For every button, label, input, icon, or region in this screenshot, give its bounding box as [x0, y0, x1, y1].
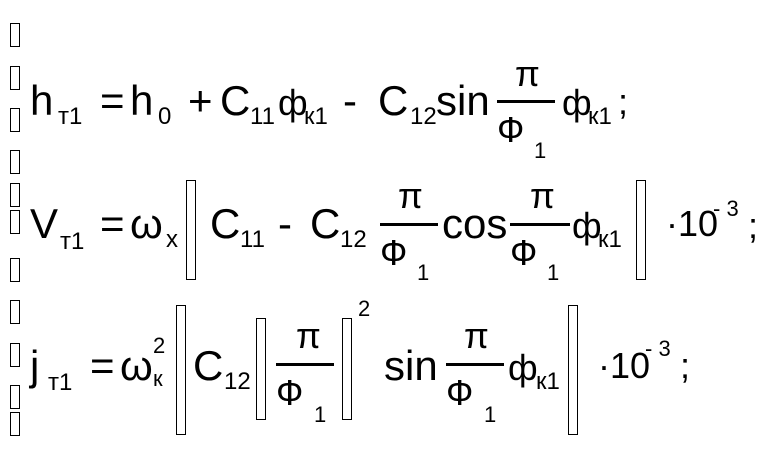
fraction-bar [276, 363, 334, 366]
minus-sign: - [278, 200, 292, 247]
var-j: j [30, 342, 40, 389]
subscript: 1 [534, 138, 547, 163]
brace-segment [10, 300, 20, 324]
subscript: к [153, 366, 163, 391]
subscript: 11 [240, 226, 265, 253]
numerator-pi: π [296, 315, 321, 356]
subscript: к1 [536, 368, 560, 395]
superscript: 2 [358, 296, 371, 321]
brace-segment [10, 385, 20, 409]
denominator-phi: Ф [497, 109, 525, 150]
subscript: т1 [48, 369, 73, 396]
right-paren [342, 318, 352, 420]
var-c: C [220, 77, 251, 124]
var-c: C [210, 200, 241, 247]
semicolon: ; [618, 81, 629, 122]
fraction-bar [446, 363, 504, 366]
numerator-pi: π [530, 175, 555, 216]
left-paren [256, 318, 266, 420]
var-c: C [193, 342, 224, 389]
equals-sign: = [100, 77, 125, 124]
var-h0: h [130, 77, 154, 124]
var-phi: ф [562, 82, 592, 123]
sin-func: sin [384, 342, 438, 389]
subscript: 1 [417, 260, 430, 285]
subscript: x [166, 226, 178, 253]
var-c: C [378, 77, 409, 124]
brace-segment [10, 412, 20, 436]
brace-segment [10, 210, 20, 234]
exponent: - 3 [713, 196, 739, 221]
superscript: 2 [153, 333, 166, 358]
subscript: 11 [250, 103, 275, 130]
var-phi: ф [572, 205, 602, 246]
subscript: к1 [304, 103, 328, 130]
denominator-phi: Ф [510, 232, 538, 273]
brace-segment [10, 258, 20, 282]
subscript: т1 [58, 103, 83, 130]
subscript: т1 [60, 228, 85, 255]
denominator-phi: Ф [380, 232, 408, 273]
subscript: к1 [588, 103, 612, 130]
denominator-phi: Ф [276, 372, 304, 413]
fraction-bar [380, 223, 438, 226]
brace-segment [10, 23, 20, 47]
subscript: 1 [484, 402, 497, 427]
left-paren [186, 180, 196, 280]
subscript: 12 [410, 103, 437, 130]
var-omega: ω [120, 342, 153, 389]
exponent: - 3 [645, 336, 671, 361]
right-paren [636, 180, 646, 280]
cos-func: cos [442, 200, 508, 247]
power-of-ten: ·10 [598, 345, 651, 386]
brace-segment [10, 108, 20, 132]
equals-sign: = [90, 342, 115, 389]
var-h: h [30, 77, 54, 124]
subscript: 1 [314, 402, 327, 427]
subscript: 1 [547, 260, 560, 285]
numerator-pi: π [515, 53, 540, 94]
var-phi: ф [278, 82, 308, 123]
fraction-bar [497, 100, 555, 103]
power-of-ten: ·10 [666, 203, 719, 244]
numerator-pi: π [464, 315, 489, 356]
left-bracket [176, 305, 186, 435]
denominator-phi: Ф [446, 372, 474, 413]
var-c: C [310, 200, 341, 247]
subscript: 0 [158, 103, 172, 130]
subscript: 12 [340, 226, 367, 253]
subscript: 12 [224, 368, 251, 395]
var-phi: ф [508, 347, 538, 388]
sin-func: sin [436, 77, 490, 124]
var-omega: ω [130, 200, 163, 247]
semicolon: ; [748, 205, 759, 246]
right-bracket [568, 305, 578, 435]
plus-sign: + [188, 77, 213, 124]
semicolon: ; [680, 345, 691, 386]
var-v: V [30, 200, 59, 247]
brace-segment [10, 183, 20, 207]
brace-segment [10, 150, 20, 174]
brace-segment [10, 343, 20, 367]
brace-segment [10, 66, 20, 90]
equals-sign: = [100, 200, 125, 247]
subscript: к1 [598, 226, 622, 253]
minus-sign: - [343, 77, 357, 124]
numerator-pi: π [398, 175, 423, 216]
fraction-bar [510, 223, 570, 226]
